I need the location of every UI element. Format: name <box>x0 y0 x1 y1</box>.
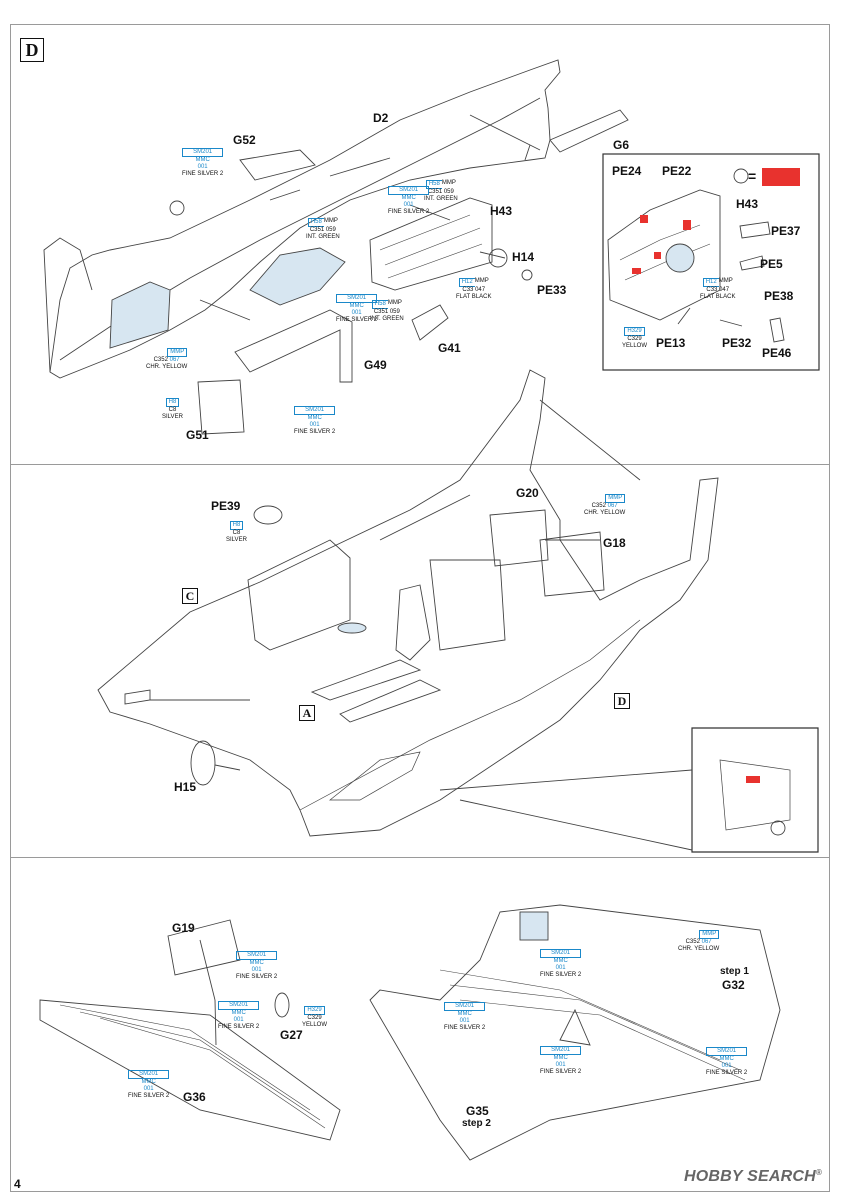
step-ref-a: A <box>299 705 315 721</box>
part-label-pe37: PE37 <box>771 224 801 238</box>
part-label-pe33: PE33 <box>537 283 567 297</box>
part-g51 <box>197 379 245 435</box>
detail-icon-d <box>169 200 185 216</box>
washer-pe33 <box>521 269 533 281</box>
part-label-h14: H14 <box>512 250 535 264</box>
sidewall-c <box>247 539 351 651</box>
paint-code-yellow-detail: H329 C329 YELLOW <box>622 327 648 349</box>
paint-code-yellow-wing: H329 C329 YELLOW <box>302 1006 328 1028</box>
part-label-g19: G19 <box>172 921 195 935</box>
part-label-g6: G6 <box>613 138 630 152</box>
part-g27 <box>274 992 290 1018</box>
part-label-g35: G35 <box>466 1104 489 1118</box>
part-label-h43-detail: H43 <box>736 197 759 211</box>
detail-box-2 <box>691 727 819 853</box>
part-label-pe38: PE38 <box>764 289 794 303</box>
section-divider-1 <box>10 464 829 465</box>
page-frame <box>10 24 830 1192</box>
part-label-h15: H15 <box>174 780 197 794</box>
paint-code-chr-yellow-wing: MMP C352 067 CHR. YELLOW <box>678 930 720 952</box>
part-label-h43: H43 <box>490 204 513 218</box>
cockpit-sidewall-h43 <box>369 197 493 291</box>
h15-part <box>190 740 216 786</box>
wing-g36 <box>39 999 341 1141</box>
part-label-g18: G18 <box>603 536 626 550</box>
part-label-g51: G51 <box>186 428 209 442</box>
step-1-label: step 1 <box>720 966 749 977</box>
seat <box>395 584 431 661</box>
part-g19 <box>167 919 241 976</box>
page-number: 4 <box>14 1177 21 1191</box>
part-label-d2: D2 <box>373 111 389 125</box>
paint-code-chr-yellow-assembly: MMP C352 067 CHR. YELLOW <box>584 494 626 516</box>
part-label-pe46: PE46 <box>762 346 792 360</box>
watermark-logo: HOBBY SEARCH® <box>684 1168 822 1186</box>
section-divider-2 <box>10 857 829 858</box>
pe39-part <box>253 505 283 525</box>
step-2-label: step 2 <box>462 1118 491 1129</box>
part-label-pe24: PE24 <box>612 164 642 178</box>
part-label-g20: G20 <box>516 486 539 500</box>
part-label-pe32: PE32 <box>722 336 752 350</box>
part-label-pe5: PE5 <box>760 257 783 271</box>
equals-sign: = <box>748 168 757 184</box>
part-label-g32: G32 <box>722 978 745 992</box>
detail-box <box>602 153 820 371</box>
part-g52 <box>239 149 316 181</box>
part-label-g49: G49 <box>364 358 387 372</box>
paint-code-silver-assembly: H8 C8 SILVER <box>226 521 247 543</box>
fuselage-fin <box>43 237 93 373</box>
part-g41 <box>411 304 449 341</box>
fuselage-main-outline <box>97 369 719 837</box>
gear-part-h14 <box>488 248 508 268</box>
part-label-g27: G27 <box>280 1028 303 1042</box>
step-ref-c: C <box>182 588 198 604</box>
part-label-g52: G52 <box>233 133 256 147</box>
wing-g32 <box>369 904 781 1161</box>
floor-part <box>310 659 442 723</box>
part-label-g36: G36 <box>183 1090 206 1104</box>
red-color-swatch <box>762 168 800 186</box>
part-g49 <box>234 309 353 383</box>
part-label-pe22: PE22 <box>662 164 692 178</box>
paint-code-chr-yellow: MMP C352 067 CHR. YELLOW <box>146 348 188 370</box>
fuselage-half-outline <box>49 59 561 379</box>
step-ref-d: D <box>614 693 630 709</box>
watermark-brand: HOBBY SEARCH <box>684 1168 816 1185</box>
part-g6 <box>549 109 629 153</box>
part-label-g41: G41 <box>438 341 461 355</box>
watermark-registered: ® <box>815 1168 823 1177</box>
step-d-box: D <box>20 38 44 62</box>
part-label-pe13: PE13 <box>656 336 686 350</box>
paint-code-silver: H8 C8 SILVER <box>162 398 183 420</box>
part-label-pe39: PE39 <box>211 499 241 513</box>
